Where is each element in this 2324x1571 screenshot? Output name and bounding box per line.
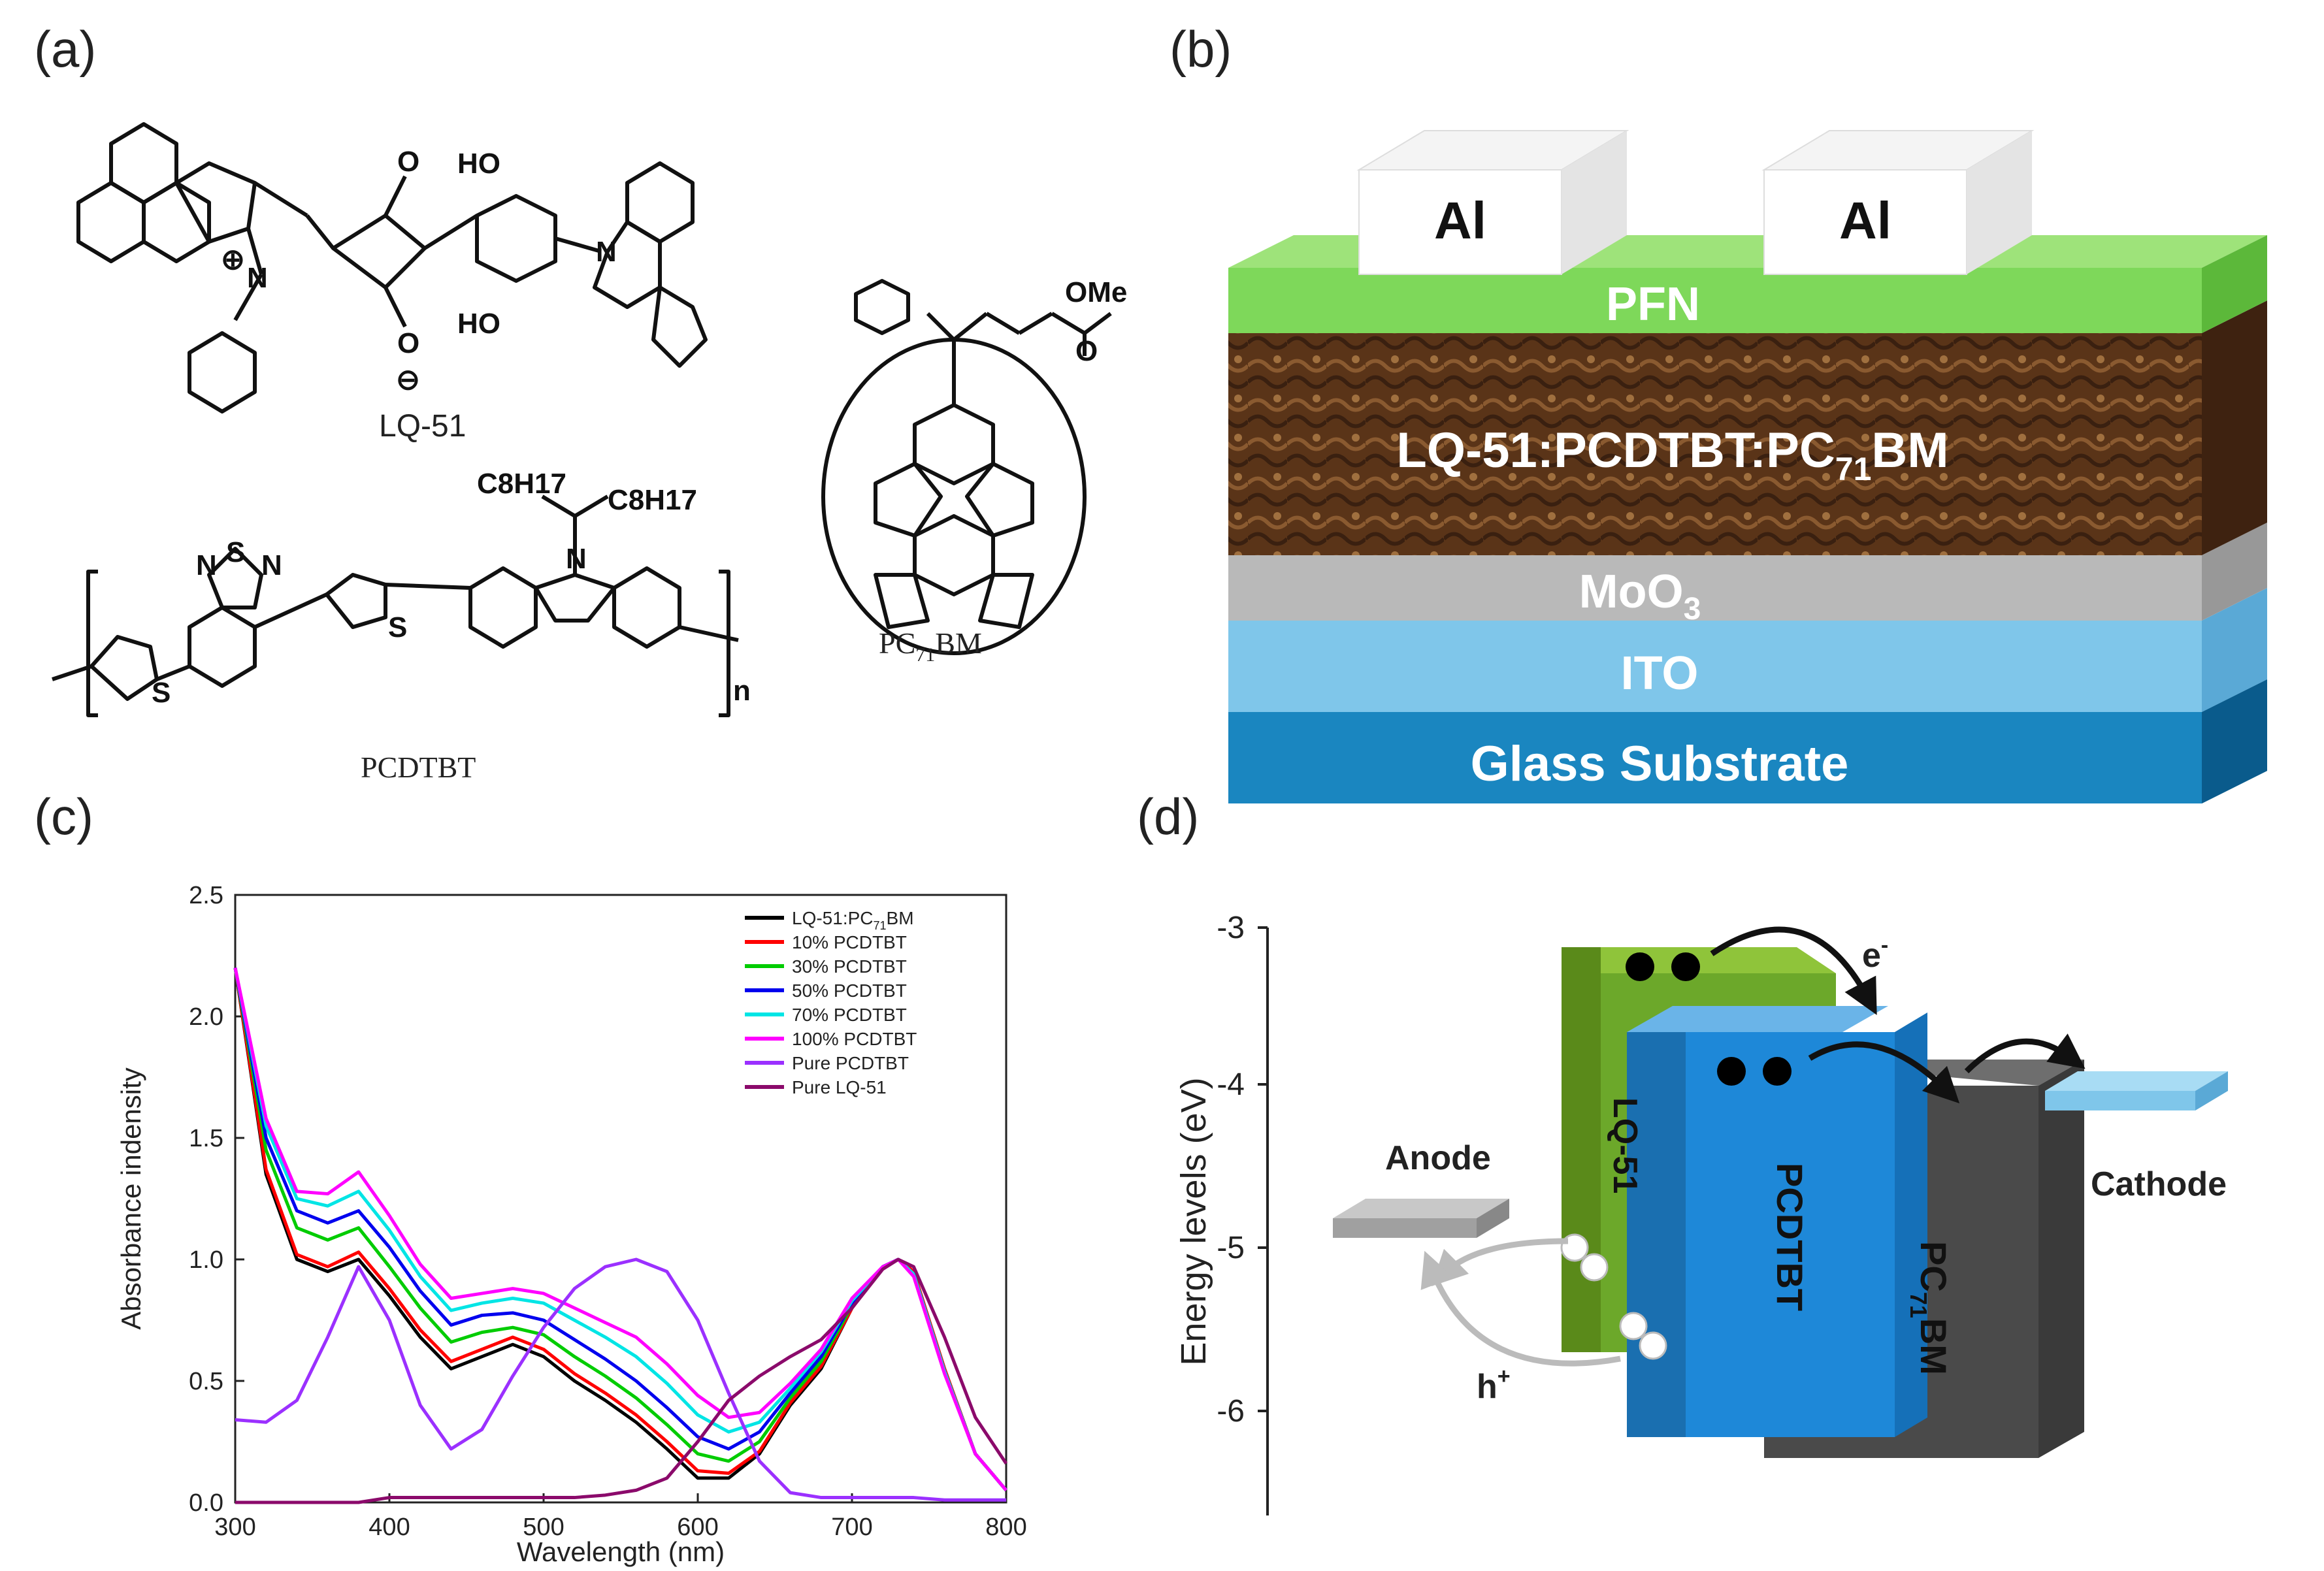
lq51-ho-top: HO: [457, 148, 500, 180]
panel-b-device: Al Al PFN LQ-51:PCDTBT:PC71BM MoO3 ITO G…: [1228, 130, 2267, 803]
pc71bm-o: O: [1075, 335, 1098, 367]
legend-entry: LQ-51:PC71BM: [792, 908, 914, 932]
y-tick-label: 1.5: [189, 1125, 223, 1152]
pcdtbt-n-repeat: n: [733, 675, 751, 707]
layer-glass: [1228, 679, 2267, 803]
lq51-ring-system: [76, 122, 708, 413]
pcdtbt-backbone: [52, 494, 739, 717]
energy-tick-label--4: -4: [1217, 1067, 1245, 1102]
panel-c-chart: 300 400 500 600 700 800 0.0 0.5 1.0 1.5 2.0 2.5 LQ-…: [116, 882, 1027, 1567]
y-tick-label: 0.0: [189, 1489, 223, 1517]
layer-active-label: LQ-51:PCDTBT:PC71BM: [1396, 423, 1948, 487]
electrode-left-label: Al: [1434, 191, 1486, 250]
energy-tick-label--5: -5: [1217, 1231, 1245, 1265]
lq51-name: LQ-51: [379, 409, 466, 444]
x-tick-label: 400: [368, 1514, 410, 1541]
series-line-pure-lq-51: [235, 1257, 1008, 1504]
layer-moo3-label: MoO3: [1579, 566, 1701, 626]
series-line-pure-pcdtbt: [235, 1257, 1006, 1502]
hole-transfer-arrow-2: [1420, 1250, 1621, 1367]
layer-active: [1228, 300, 2267, 555]
electron-dot: [1763, 1057, 1792, 1086]
pcdtbt-alkyl-left: C8H17: [477, 468, 566, 500]
pc71bm-fullerene: [821, 279, 1112, 655]
electron-dot: [1626, 952, 1654, 981]
hole-dot: [1619, 1312, 1648, 1340]
pcdtbt-alkyl-right: C8H17: [608, 484, 697, 516]
cathode-plate: [2045, 1071, 2228, 1110]
electrons: [1626, 952, 1792, 1086]
energy-tick-label--6: -6: [1217, 1394, 1245, 1429]
cathode-label: Cathode: [2091, 1165, 2227, 1203]
lq51-plus: ⊕: [221, 244, 245, 276]
layer-glass-label: Glass Substrate: [1471, 736, 1849, 792]
x-tick-label: 300: [214, 1514, 255, 1541]
hole-label: h+: [1477, 1364, 1511, 1406]
panel-label-d: (d): [1137, 788, 1200, 845]
electrode-right: [1761, 130, 2035, 275]
legend-entry: Pure LQ-51: [792, 1077, 887, 1097]
x-tick-label: 500: [523, 1514, 564, 1541]
chart-xlabel: Wavelength (nm): [517, 1536, 725, 1567]
x-tick-label: 700: [831, 1514, 872, 1541]
energy-tick-label--3: -3: [1217, 911, 1245, 945]
pcdtbt-n-right: N: [261, 549, 282, 581]
electron-dot: [1671, 952, 1700, 981]
pcdtbt-n-left: N: [196, 549, 217, 581]
anode-label: Anode: [1385, 1139, 1491, 1177]
pcdtbt-block: [1627, 1006, 1927, 1437]
y-tick-label: 2.5: [189, 882, 223, 909]
legend-entry: 30% PCDTBT: [792, 956, 907, 977]
lq51-o-top: O: [397, 146, 419, 178]
hole-transfer-arrow-1: [1431, 1238, 1569, 1287]
chart-plot-frame: [234, 894, 1007, 1504]
electron-transfer-arrow-1: [1710, 926, 1877, 1015]
layer-pfn-label: PFN: [1606, 278, 1700, 331]
electrode-right-label: Al: [1839, 191, 1891, 250]
legend-entry: 100% PCDTBT: [792, 1029, 917, 1049]
y-tick-label: 2.0: [189, 1003, 223, 1031]
y-tick-label: 0.5: [189, 1368, 223, 1395]
x-tick-label: 600: [677, 1514, 718, 1541]
panel-label-c: (c): [34, 788, 93, 845]
panel-d-energy-diagram: -3 -4 -5 -6 Energy levels (eV): [1174, 911, 2228, 1515]
legend-entry: 50% PCDTBT: [792, 980, 907, 1001]
legend-entry: 70% PCDTBT: [792, 1005, 907, 1025]
hole-dot: [1639, 1331, 1667, 1360]
pcdtbt-s-top: S: [226, 536, 245, 568]
pcdtbt-n-carbazole: N: [566, 543, 587, 575]
pc71bm-name: PC71BM: [879, 626, 982, 666]
hole-dot: [1580, 1253, 1609, 1282]
electron-transfer-arrow-3: [1964, 1033, 2086, 1074]
holes: [1560, 1233, 1667, 1360]
panel-a-structures: O O ⊖ ⊕ N HO HO N S N N S S N n C8H17 C8…: [52, 122, 1127, 784]
layer-ito: [1228, 588, 2267, 712]
electron-dot: [1717, 1057, 1746, 1086]
pc71bm-ome: OMe: [1065, 276, 1127, 308]
pcdtbt-name: PCDTBT: [361, 751, 476, 784]
electron-label: e-: [1862, 933, 1888, 975]
lq51-n1: N: [247, 262, 268, 294]
legend-entry: 10% PCDTBT: [792, 932, 907, 952]
lq51-minus: ⊖: [396, 364, 420, 396]
lq51-block-label: LQ-51: [1606, 1097, 1644, 1193]
legend-entry: Pure PCDTBT: [792, 1053, 909, 1073]
lq51-o-bottom: O: [397, 327, 419, 359]
x-tick-label: 800: [985, 1514, 1026, 1541]
panel-label-b: (b): [1170, 20, 1232, 78]
panel-label-a: (a): [34, 20, 97, 78]
lq51-n2: N: [596, 236, 617, 268]
layer-ito-label: ITO: [1621, 647, 1699, 700]
pcdtbt-block-label: PCDTBT: [1769, 1163, 1810, 1311]
pcdtbt-s1: S: [152, 677, 171, 709]
electron-transfer-arrow-2: [1808, 1041, 1960, 1104]
energy-ylabel: Energy levels (eV): [1174, 1077, 1213, 1365]
pcdtbt-s2: S: [388, 611, 407, 643]
y-tick-label: 1.0: [189, 1246, 223, 1274]
electrode-left: [1356, 130, 1629, 275]
chart-ylabel: Absorbance indensity: [116, 1067, 146, 1330]
lq51-ho-bottom: HO: [457, 308, 500, 340]
pc71bm-block-label: PC71BM: [1905, 1241, 1954, 1375]
anode-plate: [1333, 1199, 1509, 1238]
